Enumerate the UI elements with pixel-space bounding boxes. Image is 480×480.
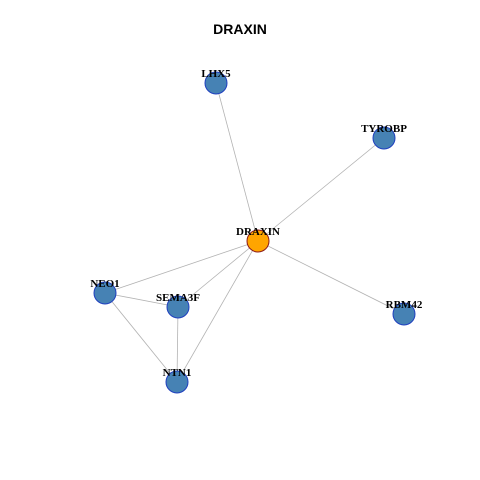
- edge-draxin-sema3f: [177, 240, 259, 308]
- node-circle-lhx5: [204, 71, 228, 95]
- node-circle-neo1: [93, 281, 117, 305]
- edge-layer: [104, 82, 405, 383]
- node-tyrobp: TYROBP: [361, 123, 407, 150]
- graph-title: DRAXIN: [213, 21, 267, 37]
- node-draxin: DRAXIN: [236, 226, 280, 253]
- edge-draxin-tyrobp: [257, 137, 385, 242]
- node-label-tyrobp: TYROBP: [361, 123, 407, 135]
- node-label-draxin: DRAXIN: [236, 226, 280, 238]
- node-circle-tyrobp: [372, 126, 396, 150]
- node-circle-rbm42: [392, 302, 416, 326]
- node-label-ntn1: NTN1: [163, 367, 192, 379]
- edge-draxin-lhx5: [215, 82, 259, 242]
- edge-draxin-ntn1: [176, 240, 259, 383]
- node-circle-draxin: [246, 229, 270, 253]
- node-lhx5: LHX5: [201, 68, 231, 95]
- node-label-sema3f: SEMA3F: [156, 292, 200, 304]
- node-sema3f: SEMA3F: [156, 292, 200, 319]
- edge-draxin-rbm42: [257, 240, 405, 315]
- node-label-rbm42: RBM42: [386, 299, 423, 311]
- node-label-lhx5: LHX5: [201, 68, 231, 80]
- edge-neo1-ntn1: [104, 292, 178, 383]
- node-label-neo1: NEO1: [90, 278, 119, 290]
- node-circle-sema3f: [166, 295, 190, 319]
- edge-draxin-neo1: [104, 240, 259, 294]
- node-circle-ntn1: [165, 370, 189, 394]
- edge-sema3f-ntn1: [176, 306, 179, 383]
- edge-neo1-sema3f: [104, 292, 179, 308]
- node-rbm42: RBM42: [386, 299, 423, 326]
- node-neo1: NEO1: [90, 278, 120, 305]
- node-ntn1: NTN1: [163, 367, 192, 394]
